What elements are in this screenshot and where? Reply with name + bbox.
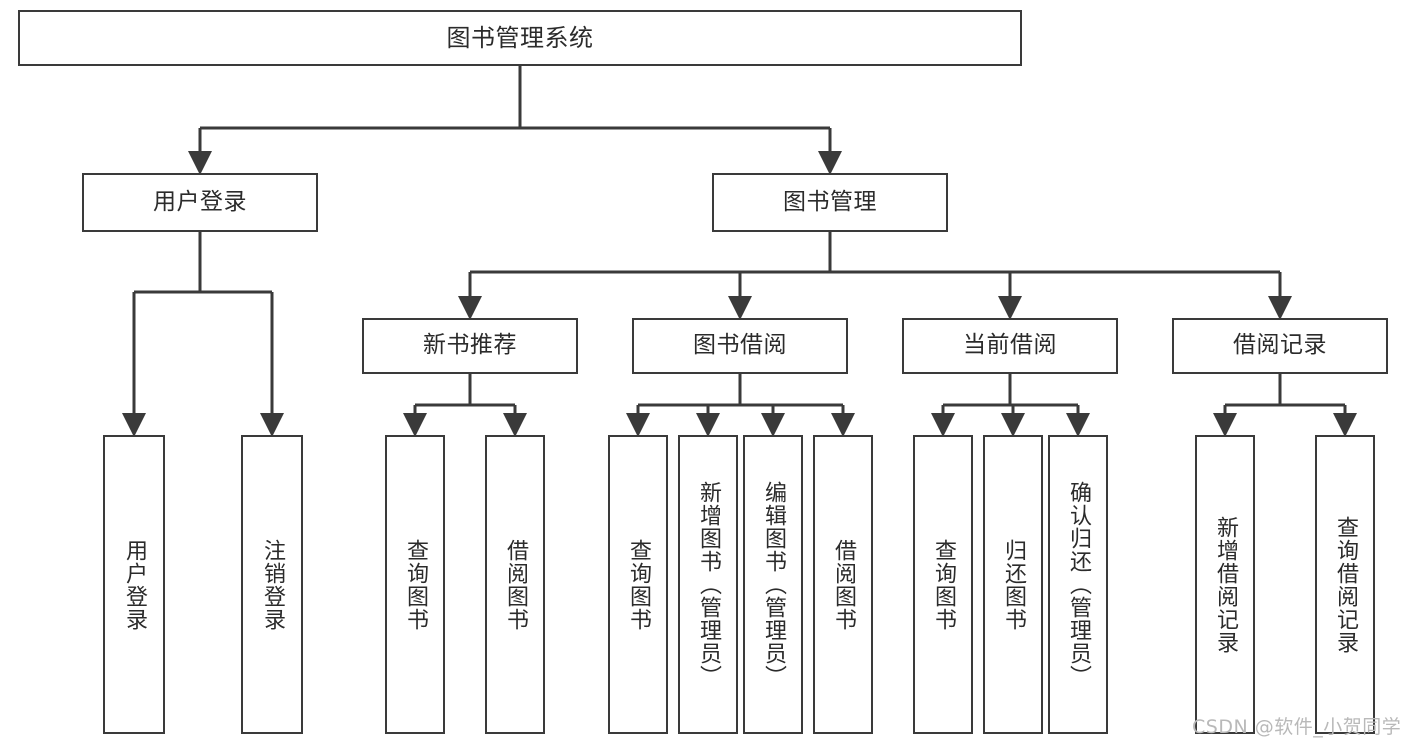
leaf-query-book-current[interactable]: 查询图书 [913,435,973,734]
leaf-query-borrow-record[interactable]: 查询借阅记录 [1315,435,1375,734]
node-new-book-recommend[interactable]: 新书推荐 [362,318,578,374]
leaf-query-book-recommend[interactable]: 查询图书 [385,435,445,734]
leaf-confirm-return-admin[interactable]: 确认归还（管理员） [1048,435,1108,734]
leaf-add-book-admin[interactable]: 新增图书（管理员） [678,435,738,734]
leaf-edit-book-admin[interactable]: 编辑图书（管理员） [743,435,803,734]
leaf-borrow-book-recommend[interactable]: 借阅图书 [485,435,545,734]
leaf-query-book[interactable]: 查询图书 [608,435,668,734]
leaf-add-borrow-record[interactable]: 新增借阅记录 [1195,435,1255,734]
leaf-return-book[interactable]: 归还图书 [983,435,1043,734]
leaf-logout[interactable]: 注销登录 [241,435,303,734]
node-book-management[interactable]: 图书管理 [712,173,948,232]
node-borrow-record[interactable]: 借阅记录 [1172,318,1388,374]
leaf-borrow-book[interactable]: 借阅图书 [813,435,873,734]
node-current-borrow[interactable]: 当前借阅 [902,318,1118,374]
leaf-user-login[interactable]: 用户登录 [103,435,165,734]
csdn-watermark: CSDN @软件_小贺同学 [1192,716,1402,738]
node-book-borrow[interactable]: 图书借阅 [632,318,848,374]
node-root[interactable]: 图书管理系统 [18,10,1022,66]
node-user-login[interactable]: 用户登录 [82,173,318,232]
